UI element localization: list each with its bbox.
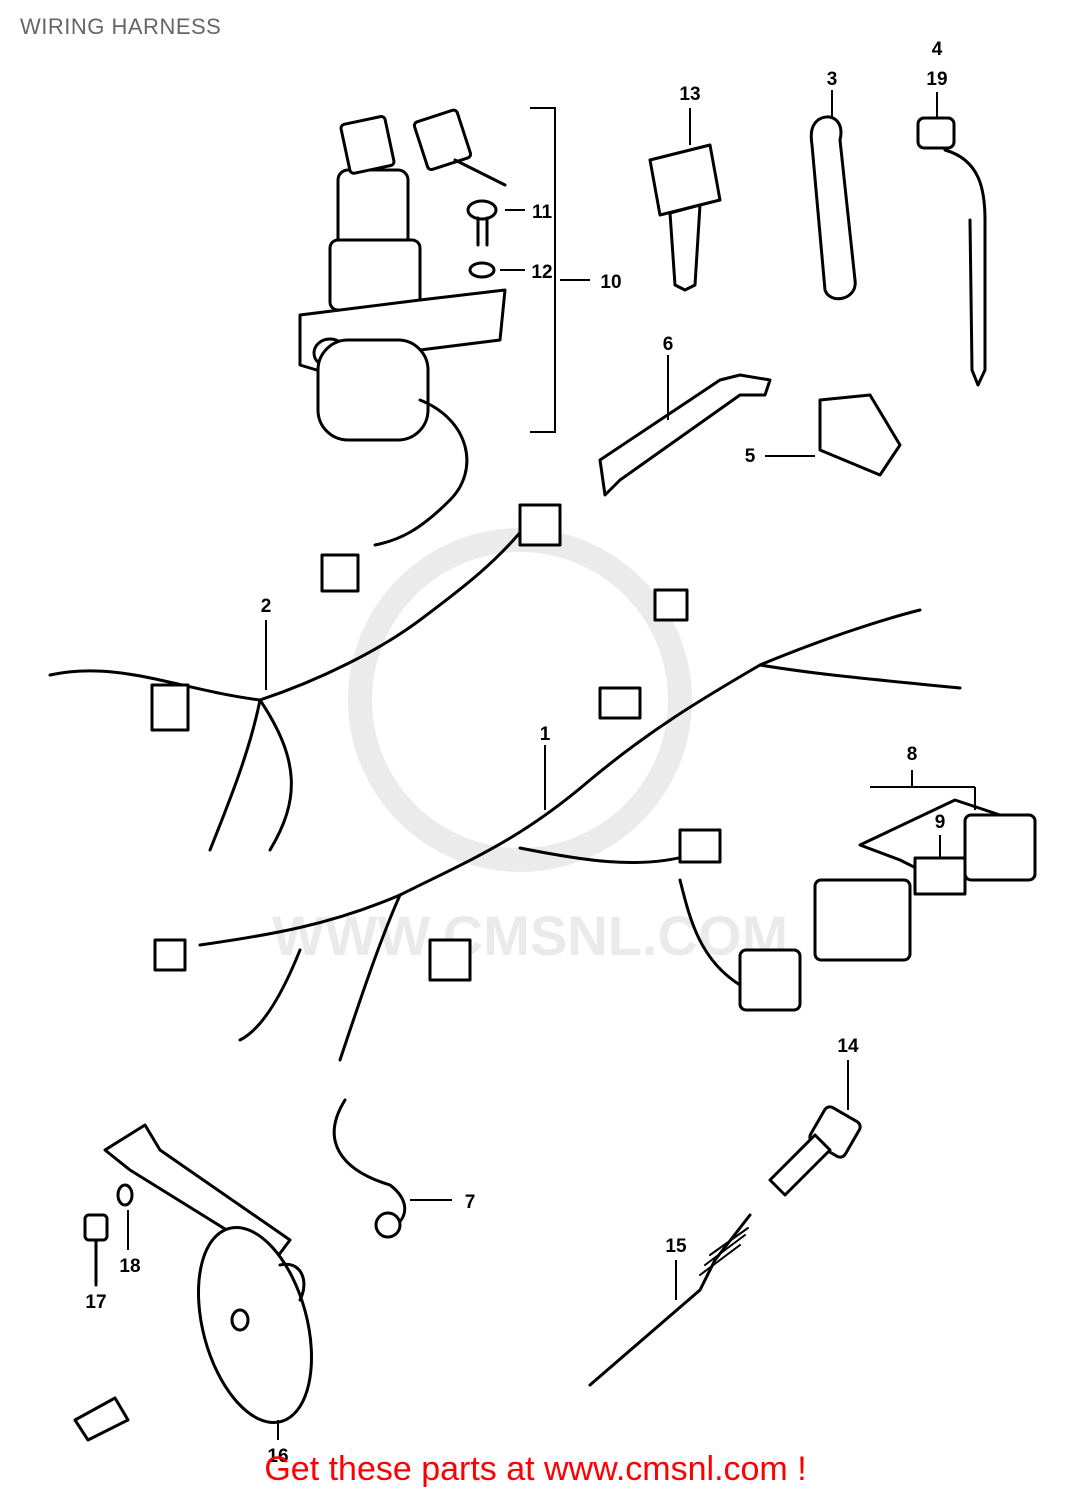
strap-3 <box>809 115 857 301</box>
callout-11: 11 <box>532 202 553 223</box>
bolt-17 <box>83 1213 109 1287</box>
watermark-text: WWW.CMSNL.COM <box>272 904 788 967</box>
page-title: WIRING HARNESS <box>20 14 222 39</box>
callout-12: 12 <box>531 262 552 283</box>
ignition-switch-assembly <box>298 108 507 593</box>
callout-4: 4 <box>932 39 943 60</box>
bracket-6 <box>598 373 772 497</box>
horn-16 <box>103 1123 314 1425</box>
callout-6: 6 <box>663 334 674 355</box>
clamp-5 <box>818 393 902 477</box>
callout-15: 15 <box>665 1236 687 1257</box>
callout-16: 16 <box>267 1446 288 1467</box>
callout-5: 5 <box>745 446 756 467</box>
key-13 <box>648 143 722 292</box>
callout-17: 17 <box>85 1292 106 1313</box>
callout-10: 10 <box>600 272 621 293</box>
screw-11 <box>466 199 498 247</box>
wire-7 <box>332 1098 407 1232</box>
callout-7: 7 <box>465 1192 476 1213</box>
washer-18 <box>116 1183 134 1207</box>
parts-shop-link[interactable]: Get these parts at www.cmsnl.com ! <box>264 1450 807 1488</box>
callout-18: 18 <box>119 1256 140 1277</box>
callout-1: 1 <box>540 724 551 745</box>
cmsnl-watermark: WWW.CMSNL.COM <box>272 528 788 967</box>
switch-14 <box>768 1105 862 1197</box>
callout-8: 8 <box>907 744 918 765</box>
cable-tie-19 <box>916 116 987 387</box>
relay-9 <box>913 856 967 896</box>
callout-3: 3 <box>827 69 838 90</box>
callout-13: 13 <box>679 84 700 105</box>
washer-12 <box>468 261 496 279</box>
callout-9: 9 <box>935 812 946 833</box>
callout-19: 19 <box>926 69 947 90</box>
front-direction-arrow <box>73 1396 130 1442</box>
spring-15 <box>588 1213 752 1387</box>
bracket-10-group <box>530 107 556 433</box>
callout-14: 14 <box>837 1036 859 1057</box>
relay-8 <box>813 798 1037 962</box>
main-wiring-harness-1 <box>153 588 962 1062</box>
sub-harness-2 <box>48 503 562 852</box>
callout-2: 2 <box>261 596 272 617</box>
